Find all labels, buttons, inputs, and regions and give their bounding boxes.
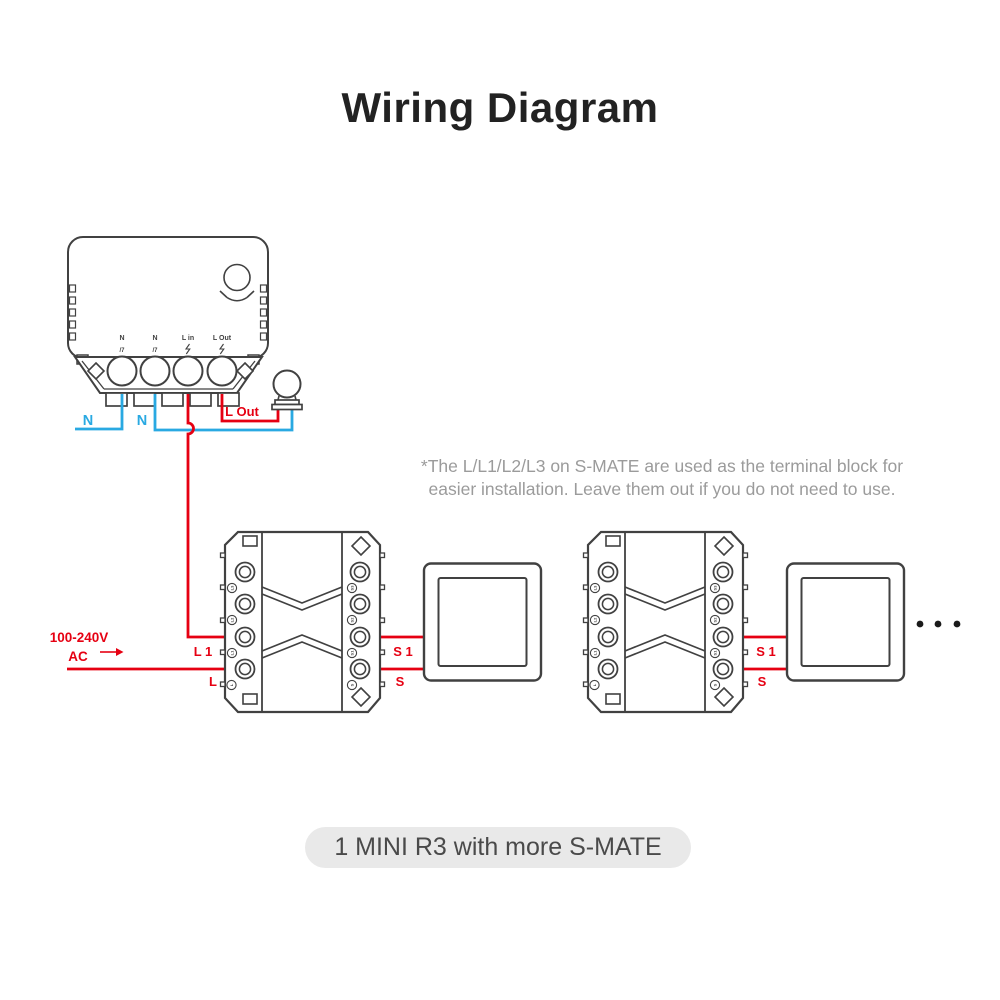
l-out-wire [220, 394, 280, 423]
terminal-hole [139, 355, 171, 387]
smate-note-line1: *The L/L1/L2/L3 on S-MATE are used as th… [420, 456, 904, 476]
terminal-hole [172, 355, 204, 387]
bulb-icon [271, 369, 303, 411]
l-out-label: L Out [225, 404, 259, 419]
smate-device-2 [582, 530, 749, 714]
mini-r3-terminal-n2: N [152, 335, 157, 342]
page-title: Wiring Diagram [341, 84, 659, 131]
l-label: L [209, 674, 217, 689]
l-in-wire [186, 394, 226, 639]
smate-note: *The L/L1/L2/L3 on S-MATE are used as th… [384, 455, 940, 501]
neutral-label-1: N [83, 413, 93, 429]
s1-label-1: S 1 [393, 644, 413, 659]
smate-note-line2: easier installation. Leave them out if y… [428, 479, 896, 499]
mini-r3-vents [68, 284, 268, 341]
supply-voltage-label: 100-240V [50, 630, 109, 645]
supply-ac-label: AC [68, 649, 88, 664]
lightning-icon [184, 343, 191, 355]
s-label-2: S [758, 674, 767, 689]
neutral-label-2: N [137, 413, 147, 429]
mini-r3-terminal-n1: N [119, 335, 124, 342]
mini-r3-screw-tabs [105, 392, 240, 407]
s1-label-2: S 1 [756, 644, 776, 659]
smate-device-1 [219, 530, 386, 714]
mini-r3-device: N N L in L Out /7 /7 [67, 236, 269, 407]
mini-r3-terminal-lin: L in [182, 335, 194, 342]
terminal-diamond [86, 361, 106, 381]
wall-switch-2 [785, 562, 906, 682]
s-label-1: S [396, 674, 405, 689]
terminal-diamond [235, 361, 255, 381]
neutral-wire-1 [75, 394, 124, 431]
l1-label: L 1 [194, 644, 213, 659]
chime-icon [219, 263, 255, 302]
terminal-hole [206, 355, 238, 387]
neutral-wire-2 [153, 394, 294, 432]
more-devices-ellipsis [916, 620, 961, 628]
supply-arrow-icon [100, 648, 124, 656]
mini-r3-terminal-lout: L Out [213, 335, 232, 342]
wall-switch-1 [422, 562, 543, 682]
caption-badge: 1 MINI R3 with more S-MATE [305, 827, 691, 868]
wiring [67, 394, 787, 671]
lightning-icon [218, 343, 225, 355]
neutral-symbol: /7 [152, 348, 158, 354]
terminal-hole [106, 355, 138, 387]
neutral-symbol: /7 [119, 348, 125, 354]
